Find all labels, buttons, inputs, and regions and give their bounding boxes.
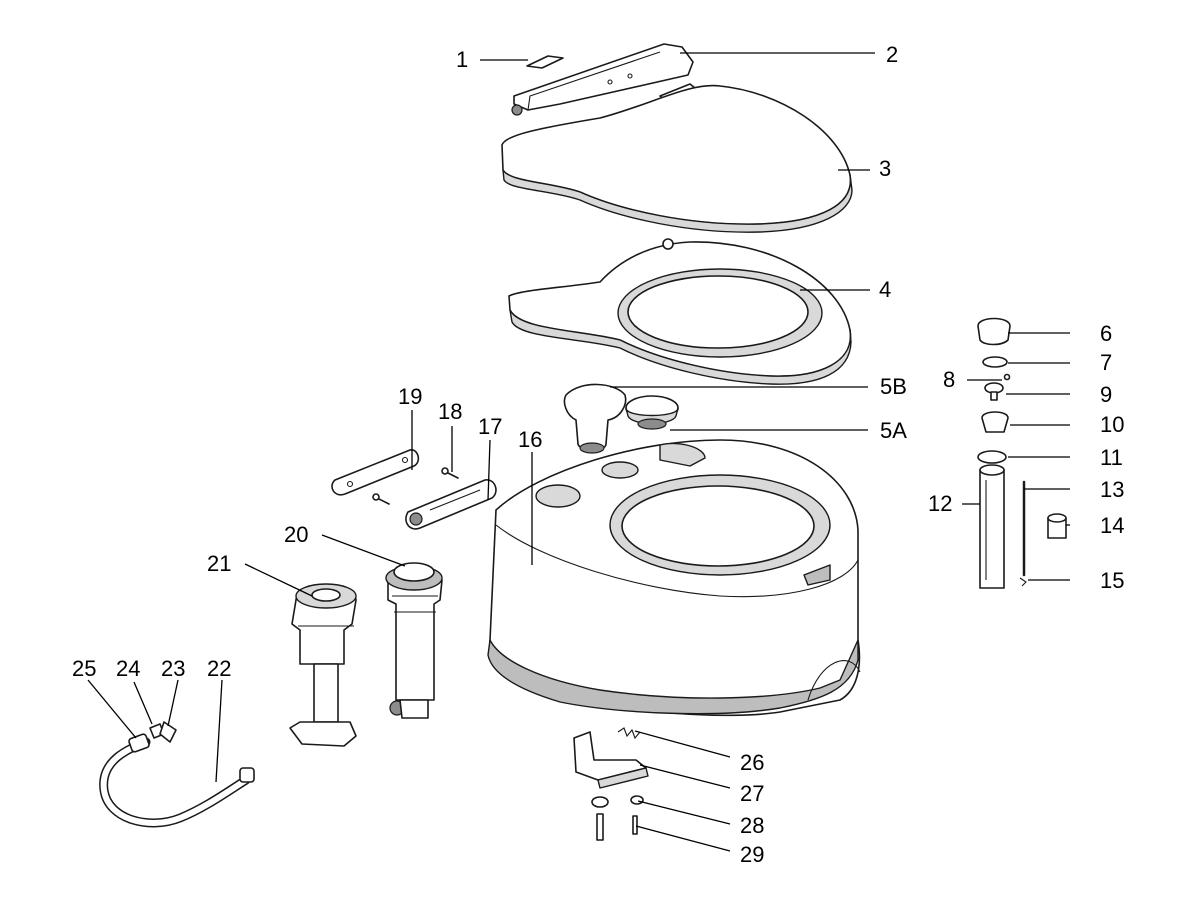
- part-8-ball: [1003, 373, 1011, 381]
- part-9-valve: [984, 382, 1004, 401]
- label-2: 2: [886, 42, 898, 67]
- label-24: 24: [116, 656, 140, 681]
- label-16: 16: [518, 427, 542, 452]
- part-21-pump-assembly: [289, 583, 357, 747]
- label-11: 11: [1100, 445, 1123, 470]
- part-14-float: [1047, 513, 1067, 539]
- part-5b-knob: [563, 383, 627, 454]
- part-29-pins: [596, 813, 638, 841]
- part-28-washers: [591, 795, 644, 808]
- label-25: 25: [72, 656, 96, 681]
- label-5a: 5A: [880, 418, 907, 443]
- part-3-lid: [501, 84, 853, 233]
- part-20-valve-cylinder: [385, 562, 443, 719]
- label-27: 27: [740, 781, 764, 806]
- label-12: 12: [928, 491, 952, 516]
- label-26: 26: [740, 750, 764, 775]
- label-23: 23: [161, 656, 185, 681]
- part-26-spring: [617, 727, 641, 740]
- part-16-toilet-body: [487, 439, 861, 717]
- part-15-clip: [1019, 577, 1027, 587]
- label-10: 10: [1100, 412, 1124, 437]
- label-29: 29: [740, 842, 764, 867]
- label-3: 3: [879, 156, 891, 181]
- label-13: 13: [1100, 477, 1124, 502]
- label-15: 15: [1100, 568, 1124, 593]
- label-6: 6: [1100, 321, 1112, 346]
- label-8: 8: [943, 367, 955, 392]
- part-27-foot-lever: [573, 731, 649, 789]
- label-18: 18: [438, 399, 462, 424]
- part-5a-knob: [625, 395, 679, 430]
- label-21: 21: [207, 551, 231, 576]
- part-labels: 1 2 3 4 5B 5A 6 7 8 9 10 11 12 13 14 15 …: [72, 42, 1124, 867]
- label-14: 14: [1100, 513, 1124, 538]
- leader-lines: [87, 52, 1070, 852]
- label-20: 20: [284, 522, 308, 547]
- label-22: 22: [207, 656, 231, 681]
- part-10-fitting: [981, 411, 1009, 433]
- label-7: 7: [1100, 350, 1112, 375]
- label-4: 4: [879, 277, 891, 302]
- label-17: 17: [478, 414, 502, 439]
- part-12-tube: [979, 464, 1005, 589]
- label-5b: 5B: [880, 374, 907, 399]
- part-18-screw: [441, 467, 459, 479]
- part-4-seat: [508, 238, 852, 385]
- part-7-washer: [982, 356, 1008, 368]
- part-17-lever: [405, 479, 497, 530]
- part-11-ring: [977, 450, 1007, 464]
- label-19: 19: [398, 384, 422, 409]
- part-19-plate: [331, 449, 420, 505]
- label-1: 1: [456, 47, 468, 72]
- hose-assembly: [99, 721, 255, 828]
- label-28: 28: [740, 813, 764, 838]
- part-1-clip: [526, 55, 564, 69]
- label-9: 9: [1100, 382, 1112, 407]
- part-6-cap: [977, 317, 1011, 346]
